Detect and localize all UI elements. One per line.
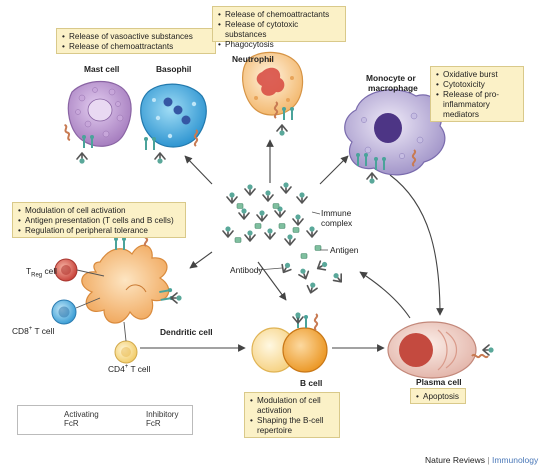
list-item: Antigen presentation (T cells and B cell… [18,216,180,226]
monocyte-label-line1: Monocyte or [366,73,416,83]
cd8-superscript: + [28,326,33,333]
cd4-suffix: T cell [128,364,151,374]
antibody-label: Antibody [230,265,263,275]
journal-subject: Immunology [491,455,539,465]
free-antigen [300,245,322,259]
t-cell-connectors [75,269,127,342]
list-item: Cytotoxicity [436,80,518,90]
mast-cell-label: Mast cell [84,64,120,74]
legend-activating-line2: FcR [64,419,79,428]
treg-suffix: cell [42,266,58,276]
dendritic-cell-illustration [81,229,183,324]
journal-credit: Nature Reviews | Immunology [425,455,538,465]
fcr-legend: Activating FcR Inhibitory FcR [17,405,193,435]
cd4-superscript: + [124,364,129,371]
immune-complex-cluster [222,181,318,246]
list-item: Oxidative burst [436,70,518,80]
cd8-suffix: T cell [32,326,55,336]
cd4-t-cell-illustration [114,340,138,364]
basophil-label: Basophil [156,64,192,74]
list-item: Release of vasoactive substances [62,32,210,42]
list-item: Regulation of peripheral tolerance [18,226,180,236]
immune-complex-label-line2: complex [321,218,353,228]
treg-subscript: Reg [31,272,43,279]
treg-cell-illustration [54,258,78,282]
list-item: Modulation of cell activation [18,206,180,216]
treg-cell-label: TReg cell [26,266,57,279]
monocyte-label-line2: macrophage [368,83,418,93]
basophil-illustration [140,83,207,165]
antigen-label: Antigen [330,245,359,255]
journal-name: Nature Reviews [425,455,485,465]
cd4-main: CD4 [108,364,125,374]
immune-complex-label-line1: Immune [321,208,352,218]
plasma-functions-box: Apoptosis [410,388,466,404]
mast-basophil-functions-box: Release of vasoactive substances Release… [56,28,216,54]
list-item: Release of chemoattractants [218,10,340,20]
list-item: Release of cytotoxic substances [218,20,340,40]
cd8-cell-label: CD8+ T cell [12,326,54,336]
neutrophil-functions-box: Release of chemoattractants Release of c… [212,6,346,50]
label-leader-lines [257,211,328,271]
arrows [140,139,444,352]
macrophage-functions-box: Oxidative burst Cytotoxicity Release of … [430,66,524,122]
cd4-cell-label: CD4+ T cell [108,364,150,374]
list-item: Release of chemoattractants [62,42,210,52]
plasma-cell-label: Plasma cell [416,377,462,387]
legend-inhibitory-line2: FcR [146,419,161,428]
macrophage-illustration [344,89,446,185]
neutrophil-label: Neutrophil [232,54,274,64]
plasma-cell-illustration [387,321,495,379]
list-item: Modulation of cell activation [250,396,334,416]
cd8-main: CD8 [12,326,29,336]
credit-separator: | [487,455,490,465]
legend-inhibitory: Inhibitory FcR [146,410,178,428]
mast-cell-illustration [62,81,132,165]
list-item: Phagocytosis [218,40,340,50]
free-antibodies [278,258,346,295]
bcell-label: B cell [300,378,323,388]
dendritic-functions-box: Modulation of cell activation Antigen pr… [12,202,186,238]
dendritic-cell-label: Dendritic cell [160,327,213,337]
legend-activating-line1: Activating [64,410,99,419]
cd8-t-cell-illustration [51,299,77,325]
list-item: Apoptosis [416,392,460,402]
legend-inhibitory-line1: Inhibitory [146,410,179,419]
bcell-functions-box: Modulation of cell activation Shaping th… [244,392,340,438]
neutrophil-illustration [242,51,304,137]
list-item: Shaping the B-cell repertoire [250,416,334,436]
treg-main: T [26,266,32,276]
legend-activating: Activating FcR [64,410,99,428]
b-cell-illustration [251,311,328,373]
list-item: Release of pro-inflammatory mediators [436,90,518,120]
